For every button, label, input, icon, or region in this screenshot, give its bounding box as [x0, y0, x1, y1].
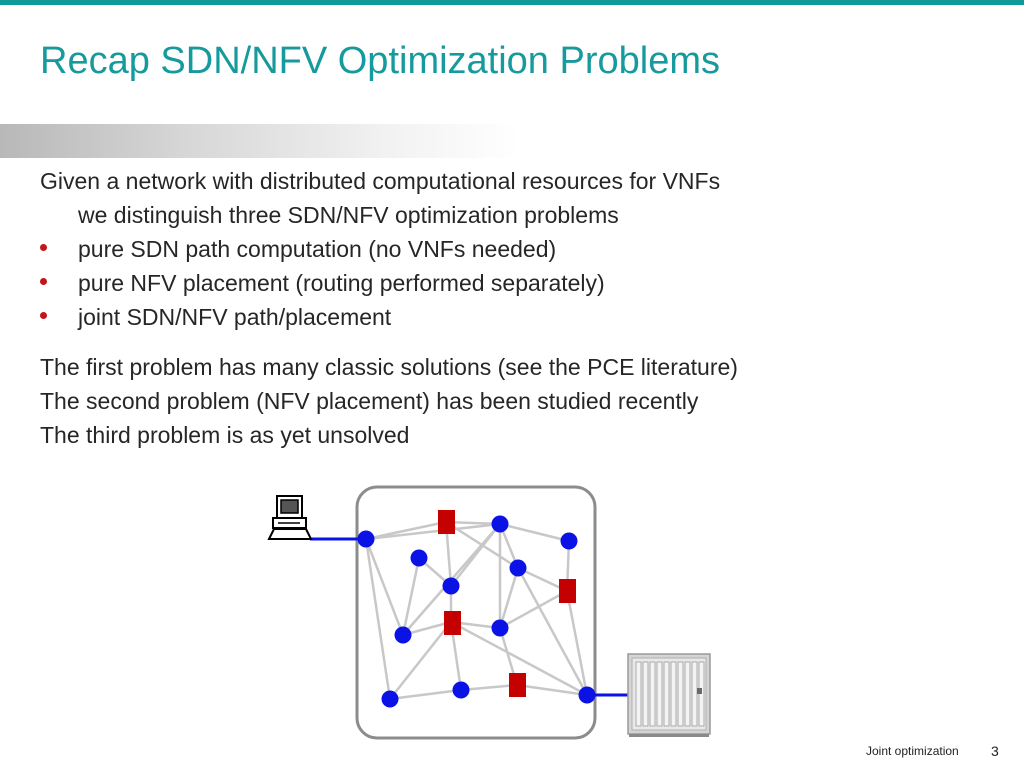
- network-boundary: [355, 485, 597, 740]
- title-gradient-band: [0, 124, 520, 158]
- bullet-text: joint SDN/NFV path/placement: [78, 304, 392, 330]
- network-node: [357, 530, 375, 548]
- network-node: [509, 559, 527, 577]
- bullet-item-sdn: pure SDN path computation (no VNFs neede…: [40, 232, 940, 266]
- network-node: [491, 619, 509, 637]
- slide-title: Recap SDN/NFV Optimization Problems: [40, 40, 720, 82]
- network-node: [578, 686, 596, 704]
- network-node: [394, 626, 412, 644]
- vnf-resource: [438, 510, 455, 534]
- vnf-resource: [444, 611, 461, 635]
- network-node: [410, 549, 428, 567]
- bullet-item-nfv: pure NFV placement (routing performed se…: [40, 266, 940, 300]
- vnf-resource: [509, 673, 526, 697]
- network-node: [452, 681, 470, 699]
- statement-first: The first problem has many classic solut…: [40, 354, 738, 380]
- network-node: [442, 577, 460, 595]
- statement-second: The second problem (NFV placement) has b…: [40, 388, 699, 414]
- statement-third: The third problem is as yet unsolved: [40, 422, 410, 448]
- computer-icon: [267, 495, 313, 540]
- bullet-item-joint: joint SDN/NFV path/placement: [40, 300, 940, 334]
- network-nodes: [357, 515, 596, 708]
- bullet-dot-icon: [40, 312, 47, 319]
- vnf-resources: [438, 510, 576, 697]
- intro-line-2: we distinguish three SDN/NFV optimizatio…: [78, 202, 619, 228]
- vnf-resource: [559, 579, 576, 603]
- bullet-dot-icon: [40, 278, 47, 285]
- network-node: [560, 532, 578, 550]
- bullet-dot-icon: [40, 244, 47, 251]
- intro-line-1: Given a network with distributed computa…: [40, 168, 721, 194]
- slide-body: Given a network with distributed computa…: [40, 164, 940, 452]
- network-node: [381, 690, 399, 708]
- page-number: 3: [991, 743, 999, 759]
- bullet-text: pure SDN path computation (no VNFs neede…: [78, 236, 557, 262]
- bullet-text: pure NFV placement (routing performed se…: [78, 270, 605, 296]
- top-accent-bar: [0, 0, 1024, 5]
- network-node: [491, 515, 509, 533]
- server-rack-icon: [627, 653, 711, 737]
- footer-label: Joint optimization: [866, 744, 959, 758]
